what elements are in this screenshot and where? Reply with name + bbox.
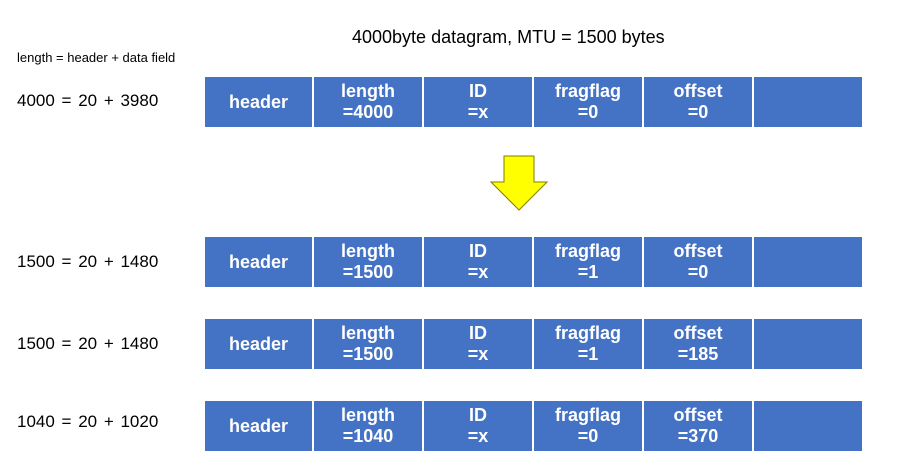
datagram-original: header length=4000 ID=x fragflag=0 offse… [205, 77, 862, 127]
id-cell: ID=x [424, 77, 534, 127]
diagram-title: 4000byte datagram, MTU = 1500 bytes [352, 27, 665, 47]
offset-cell: offset=0 [644, 237, 754, 287]
id-label: ID [469, 241, 487, 261]
header-label: header [228, 333, 289, 354]
id-cell: ID=x [424, 401, 534, 451]
equation-fragment-1: 1500 = 20 + 1480 [17, 252, 159, 271]
data-cell [754, 77, 862, 127]
id-value: =x [467, 102, 489, 122]
fragflag-cell: fragflag=1 [534, 237, 644, 287]
length-label: length [341, 241, 395, 261]
offset-value: =0 [687, 262, 709, 282]
fragflag-cell: fragflag=1 [534, 319, 644, 369]
fragflag-cell: fragflag=0 [534, 401, 644, 451]
header-cell: header [205, 319, 314, 369]
id-label: ID [469, 81, 487, 101]
offset-cell: offset=370 [644, 401, 754, 451]
length-label: length [341, 323, 395, 343]
id-cell: ID=x [424, 319, 534, 369]
fragflag-value: =0 [577, 426, 599, 446]
fragflag-label: fragflag [554, 405, 621, 425]
offset-label: offset [673, 323, 723, 343]
equation-fragment-2: 1500 = 20 + 1480 [17, 334, 159, 353]
fragflag-value: =1 [577, 344, 599, 364]
offset-value: =370 [677, 426, 719, 446]
length-cell: length=1040 [314, 401, 424, 451]
fragflag-label: fragflag [554, 81, 621, 101]
data-cell [754, 401, 862, 451]
offset-label: offset [673, 241, 723, 261]
fragflag-value: =0 [577, 102, 599, 122]
offset-cell: offset=185 [644, 319, 754, 369]
datagram-fragment-1: header length=1500 ID=x fragflag=1 offse… [205, 237, 862, 287]
id-label: ID [469, 323, 487, 343]
fragflag-cell: fragflag=0 [534, 77, 644, 127]
length-value: =4000 [342, 102, 394, 122]
fragflag-label: fragflag [554, 241, 621, 261]
fragflag-label: fragflag [554, 323, 621, 343]
id-value: =x [467, 262, 489, 282]
length-label: length [341, 405, 395, 425]
id-value: =x [467, 426, 489, 446]
header-label: header [228, 415, 289, 436]
length-cell: length=1500 [314, 237, 424, 287]
id-cell: ID=x [424, 237, 534, 287]
id-label: ID [469, 405, 487, 425]
datagram-fragment-2: header length=1500 ID=x fragflag=1 offse… [205, 319, 862, 369]
equation-original: 4000 = 20 + 3980 [17, 91, 159, 110]
id-value: =x [467, 344, 489, 364]
length-value: =1500 [342, 344, 394, 364]
length-cell: length=4000 [314, 77, 424, 127]
data-cell [754, 237, 862, 287]
header-cell: header [205, 401, 314, 451]
header-cell: header [205, 77, 314, 127]
offset-value: =185 [677, 344, 719, 364]
header-label: header [228, 91, 289, 112]
offset-label: offset [673, 405, 723, 425]
offset-value: =0 [687, 102, 709, 122]
offset-cell: offset=0 [644, 77, 754, 127]
header-label: header [228, 251, 289, 272]
length-cell: length=1500 [314, 319, 424, 369]
down-arrow-icon [489, 155, 549, 211]
formula-note: length = header + data field [17, 50, 176, 65]
length-value: =1500 [342, 262, 394, 282]
data-cell [754, 319, 862, 369]
offset-label: offset [673, 81, 723, 101]
equation-fragment-3: 1040 = 20 + 1020 [17, 412, 159, 431]
header-cell: header [205, 237, 314, 287]
length-label: length [341, 81, 395, 101]
fragflag-value: =1 [577, 262, 599, 282]
length-value: =1040 [342, 426, 394, 446]
datagram-fragment-3: header length=1040 ID=x fragflag=0 offse… [205, 401, 862, 451]
